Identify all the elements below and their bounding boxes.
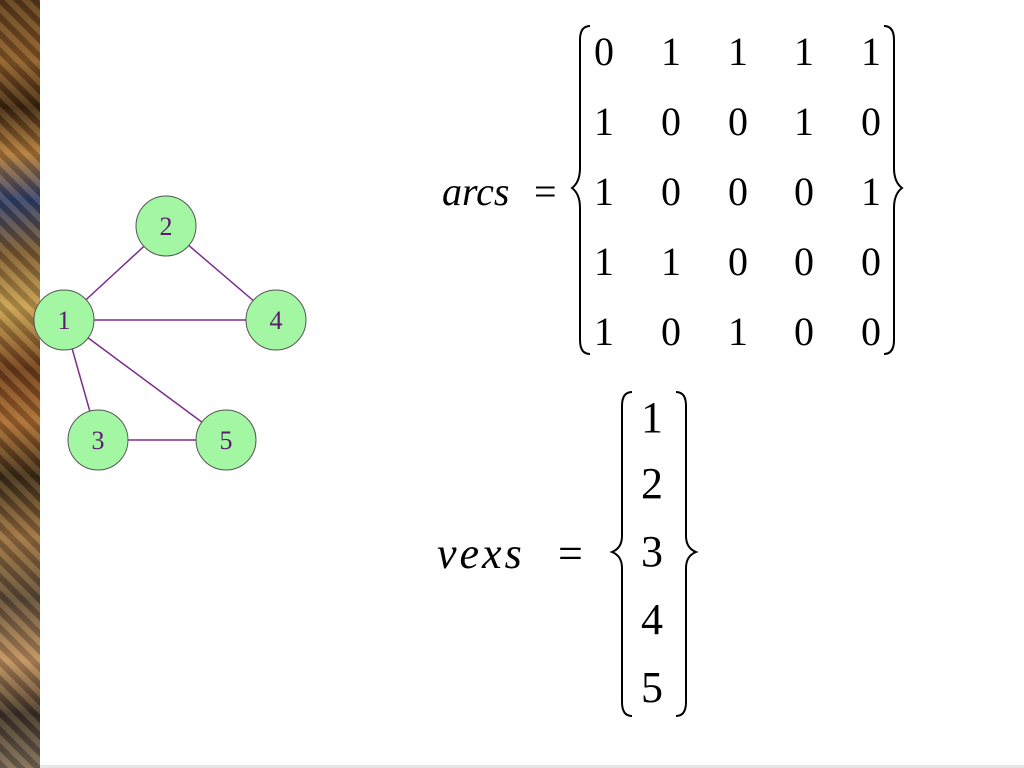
arcs-cell-r3-c1: 1 xyxy=(594,169,614,214)
arcs-cell-r1-c1: 0 xyxy=(594,29,614,74)
vexs-left-brace-path xyxy=(609,391,633,717)
arcs-cell-r1-c3: 1 xyxy=(728,29,748,74)
arcs-cell-r4-c1: 1 xyxy=(594,239,614,284)
graph-node-2: 2 xyxy=(135,195,197,257)
graph-node-label: 3 xyxy=(92,426,105,455)
arcs-cell-r3-c5: 1 xyxy=(861,169,881,214)
arcs-cell-r1-c2: 1 xyxy=(661,29,681,74)
arcs-cell-r4-c4: 0 xyxy=(794,239,814,284)
graph-node-circle xyxy=(245,289,307,351)
arcs-cell-r1-c5: 1 xyxy=(861,29,881,74)
arcs-cell-r4-c2: 1 xyxy=(661,239,681,284)
graph-node-3: 3 xyxy=(67,409,129,471)
vexs-right-brace-path xyxy=(675,391,699,717)
vexs-cell-1: 1 xyxy=(641,393,663,442)
arcs-cell-r2-c2: 0 xyxy=(661,99,681,144)
graph-node-label: 4 xyxy=(270,306,283,335)
graph-node-circle xyxy=(67,409,129,471)
arcs-cell-r3-c4: 0 xyxy=(794,169,814,214)
arcs-cell-r4-c3: 0 xyxy=(728,239,748,284)
vexs-label: vexs xyxy=(437,529,525,578)
arcs-cell-r2-c5: 0 xyxy=(861,99,881,144)
vexs-cell-4: 4 xyxy=(641,595,663,644)
graph-diagram: 1 2 3 4 5 xyxy=(33,195,307,471)
vexs-cell-5: 5 xyxy=(641,663,663,712)
arcs-equals-sign: = xyxy=(534,169,557,214)
graph-node-circle xyxy=(33,289,95,351)
graph-node-4: 4 xyxy=(245,289,307,351)
arcs-label: arcs xyxy=(442,169,510,214)
arcs-cell-r5-c5: 0 xyxy=(861,309,881,354)
vexs-cell-2: 2 xyxy=(641,459,663,508)
arcs-cell-r2-c4: 1 xyxy=(794,99,814,144)
vexs-equals-sign: = xyxy=(558,529,583,578)
arcs-cell-r1-c4: 1 xyxy=(794,29,814,74)
graph-node-circle xyxy=(195,409,257,471)
arcs-cell-r3-c2: 0 xyxy=(661,169,681,214)
arcs-cell-r5-c1: 1 xyxy=(594,309,614,354)
arcs-cell-r5-c2: 0 xyxy=(661,309,681,354)
arcs-cell-r2-c3: 0 xyxy=(728,99,748,144)
graph-node-label: 5 xyxy=(220,426,233,455)
arcs-right-brace-path xyxy=(883,25,904,355)
graph-node-label: 2 xyxy=(160,212,173,241)
graph-node-circle xyxy=(135,195,197,257)
arcs-cell-r3-c3: 0 xyxy=(728,169,748,214)
graph-node-1: 1 xyxy=(33,289,95,351)
arcs-cell-r2-c1: 1 xyxy=(594,99,614,144)
graph-node-label: 1 xyxy=(58,306,71,335)
arcs-cell-r5-c4: 0 xyxy=(794,309,814,354)
graph-node-5: 5 xyxy=(195,409,257,471)
arcs-left-brace-path xyxy=(570,25,591,355)
arcs-cell-r4-c5: 0 xyxy=(861,239,881,284)
decorative-side-strip xyxy=(0,0,40,768)
graph-edge-1-5 xyxy=(63,319,227,441)
vexs-cell-3: 3 xyxy=(641,527,663,576)
bottom-divider xyxy=(40,765,1024,768)
arcs-cell-r5-c3: 1 xyxy=(728,309,748,354)
